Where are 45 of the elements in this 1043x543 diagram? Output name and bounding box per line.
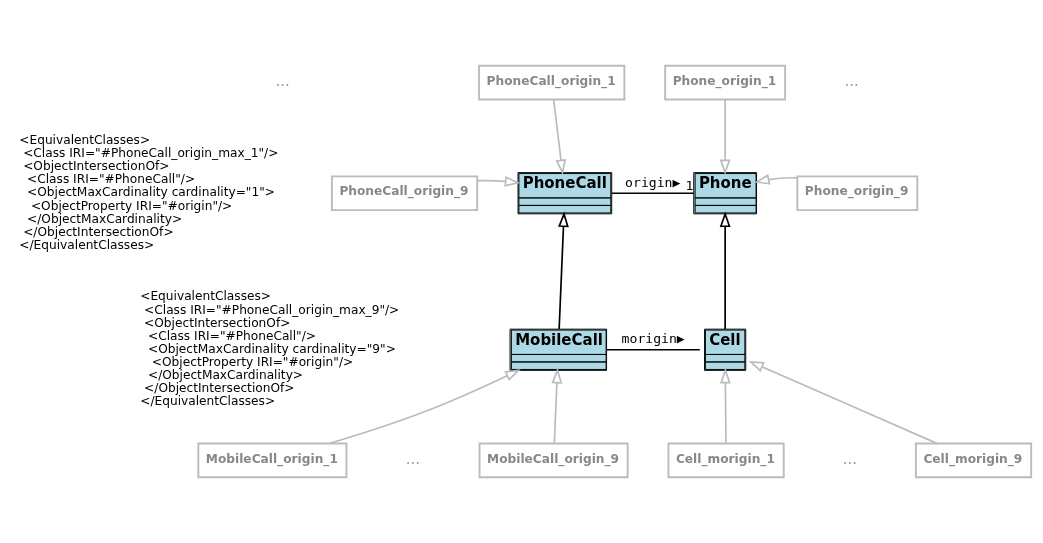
label: 1	[685, 177, 694, 193]
node-box: PhoneCall_origin_9	[331, 175, 479, 212]
node-box: Cell_morigin_1	[667, 442, 785, 479]
label: <EquivalentClasses>	[19, 132, 151, 147]
arrow	[551, 367, 563, 445]
node-box: PhoneCall_origin_1	[478, 64, 626, 101]
node-box: MobileCall_origin_1	[197, 442, 348, 479]
label: <ObjectIntersectionOf>	[23, 159, 170, 174]
label: ...	[275, 72, 290, 91]
label: </ObjectIntersectionOf>	[23, 224, 174, 239]
label: ...	[842, 449, 857, 468]
label: <Class IRI="#PhoneCall"/>	[147, 328, 317, 343]
arrow	[719, 98, 731, 176]
label: <Class IRI="#PhoneCall_origin_max_1"/>	[23, 146, 279, 161]
label: </ObjectMaxCardinality>	[27, 211, 183, 226]
label: <ObjectProperty IRI="#origin"/>	[151, 355, 354, 370]
node-box: Cell_morigin_9	[914, 442, 1033, 479]
arrow	[476, 175, 521, 187]
label: <Class IRI="#PhoneCall"/>	[27, 172, 196, 187]
label: ...	[405, 449, 421, 468]
edge-label: origin▶	[625, 174, 681, 190]
arrow	[748, 360, 938, 445]
connector	[606, 348, 701, 351]
label: <Class IRI="#PhoneCall_origin_max_9"/>	[144, 302, 400, 317]
label: </EquivalentClasses>	[140, 394, 276, 409]
label: </EquivalentClasses>	[19, 237, 155, 252]
node-box: Phone_origin_1	[664, 64, 787, 101]
label: <ObjectIntersectionOf>	[144, 315, 291, 330]
arrow	[719, 367, 731, 445]
label: <ObjectMaxCardinality cardinality="9">	[147, 341, 396, 356]
arrow	[719, 211, 731, 330]
label: <ObjectMaxCardinality cardinality="1">	[27, 185, 275, 200]
arrow	[754, 174, 798, 185]
connector	[611, 192, 695, 195]
node-box: Phone_origin_9	[796, 175, 919, 212]
label: <ObjectProperty IRI="#origin"/>	[30, 198, 233, 213]
label: </ObjectMaxCardinality>	[147, 368, 304, 383]
label: <EquivalentClasses>	[140, 289, 272, 304]
label: ...	[844, 72, 859, 91]
arrow	[552, 98, 567, 176]
node-box: MobileCall_origin_9	[478, 442, 629, 479]
arrow	[558, 211, 569, 330]
edge-label: morigin▶	[621, 331, 685, 347]
label: </ObjectIntersectionOf>	[144, 381, 295, 396]
arrow	[328, 369, 521, 445]
